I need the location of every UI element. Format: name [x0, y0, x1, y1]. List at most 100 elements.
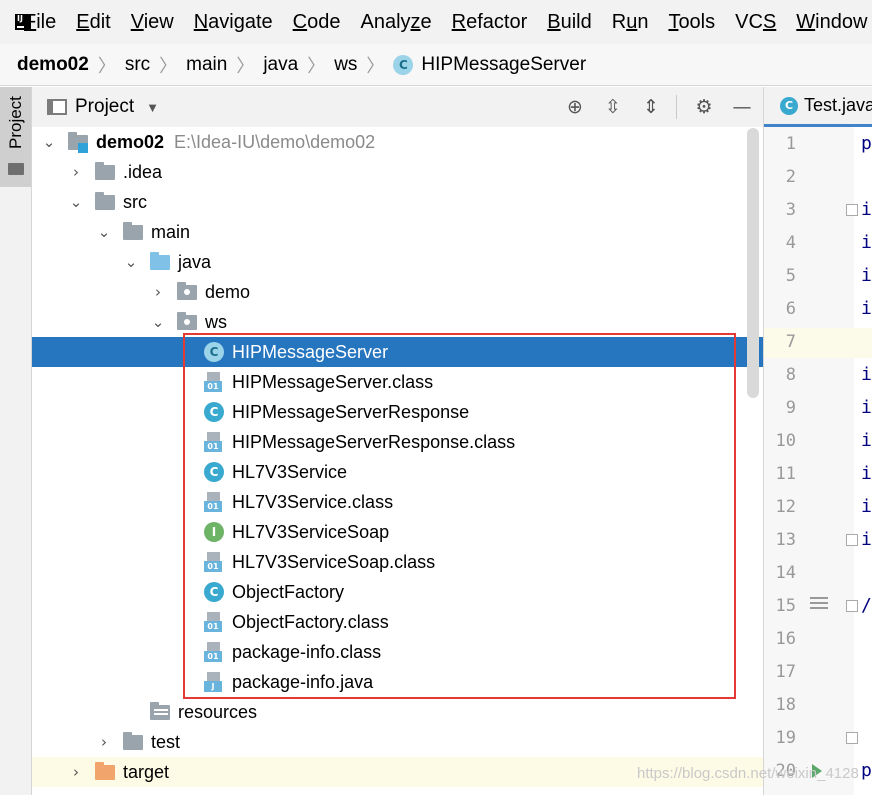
chevron-down-icon[interactable]: ⌄ [97, 223, 111, 241]
chevron-right-icon[interactable]: › [101, 733, 107, 751]
tree-label-file: HIPMessageServerResponse [232, 401, 470, 422]
fold-marker-icon[interactable] [846, 204, 858, 216]
tree-label-file: HL7V3Service.class [232, 491, 394, 512]
code-line: i [861, 199, 872, 220]
project-tool-tab[interactable]: Project [0, 87, 31, 187]
menu-item[interactable]: VCS [735, 10, 777, 33]
method-separator-icon [810, 597, 828, 611]
code-line: i [861, 397, 872, 418]
menu-item[interactable]: Navigate [193, 10, 273, 33]
breadcrumb-item-class[interactable]: HIPMessageServer [421, 53, 587, 75]
expand-all-icon[interactable]: ⇳ [605, 96, 621, 118]
chevron-down-icon[interactable]: ⌄ [124, 253, 138, 271]
chevron-down-icon[interactable]: ⌄ [69, 193, 83, 211]
tree-row-main[interactable]: ⌄ main [32, 217, 763, 247]
locate-target-icon[interactable]: ⊕ [567, 96, 583, 118]
breadcrumb-item-main[interactable]: main [186, 53, 228, 75]
tree-row-demo[interactable]: › demo [32, 277, 763, 307]
menu-item[interactable]: Code [292, 10, 341, 33]
chevron-down-icon[interactable]: ⌄ [151, 313, 165, 331]
fold-marker-icon[interactable] [846, 732, 858, 744]
tree-label-root: demo02 [96, 131, 165, 152]
class-file-icon: 01 [204, 552, 224, 572]
line-number: 17 [775, 662, 796, 682]
chevron-right-icon[interactable]: › [73, 163, 79, 181]
minimize-icon[interactable]: — [732, 96, 752, 118]
chevron-down-icon[interactable]: ⌄ [42, 133, 56, 151]
breadcrumb-item-src[interactable]: src [124, 53, 151, 75]
line-number: 12 [775, 497, 796, 517]
folder-icon [8, 163, 24, 175]
code-line: i [861, 430, 872, 451]
tree-row-src[interactable]: ⌄ src [32, 187, 763, 217]
menu-item[interactable]: Tools [668, 10, 716, 33]
fold-marker-icon[interactable] [846, 600, 858, 612]
current-line-highlight [764, 328, 872, 358]
watermark: https://blog.csdn.net/weixin_4128 [637, 765, 859, 782]
line-number: 19 [775, 728, 796, 748]
run-gutter-icon[interactable] [812, 764, 822, 778]
tree-row-java[interactable]: ⌄ java [32, 247, 763, 277]
line-number: 15 [775, 596, 796, 616]
menu-item[interactable]: Analyze [360, 10, 432, 33]
tree-row-target[interactable]: › target [32, 757, 763, 787]
chevron-right-icon[interactable]: › [155, 283, 161, 301]
menu-item[interactable]: View [130, 10, 174, 33]
gear-icon[interactable]: ⚙ [695, 96, 713, 118]
code-line: p [861, 760, 872, 781]
line-number: 14 [775, 563, 796, 583]
breadcrumb: demo02 〉 src 〉 main 〉 java 〉 ws 〉 C HIPM… [0, 44, 872, 86]
menu-item[interactable]: Build [547, 10, 592, 33]
tree-row-test[interactable]: › test [32, 727, 763, 757]
menu-item[interactable]: Window [796, 10, 868, 33]
fold-marker-icon[interactable] [846, 534, 858, 546]
breadcrumb-item-demo02[interactable]: demo02 [17, 53, 89, 75]
collapse-all-icon[interactable]: ⇕ [643, 96, 659, 118]
chevron-right-icon[interactable]: › [73, 763, 79, 781]
tree-label-main: main [151, 221, 191, 242]
tree-row-root[interactable]: ⌄ demo02 E:\Idea-IU\demo\demo02 [32, 127, 763, 157]
interface-icon: I [204, 522, 224, 542]
code-line: i [861, 529, 872, 550]
java-file-icon: J [204, 672, 224, 692]
line-number: 7 [785, 332, 796, 352]
chevron-right-icon: 〉 [159, 55, 178, 76]
dropdown-arrow-icon[interactable]: ▼ [146, 99, 160, 115]
tree-row-idea[interactable]: › .idea [32, 157, 763, 187]
code-line: i [861, 298, 872, 319]
tree-row-ws[interactable]: ⌄ ws [32, 307, 763, 337]
code-line: i [861, 265, 872, 286]
editor-tab-test-java[interactable]: C Test.java [764, 87, 872, 127]
tree-label-target: target [123, 761, 170, 782]
chevron-right-icon: 〉 [366, 55, 385, 76]
line-number: 3 [785, 200, 796, 220]
tree-row-resources[interactable]: resources [32, 697, 763, 727]
tree-scrollbar-thumb[interactable] [747, 128, 759, 398]
project-tool-tab-label: Project [6, 96, 25, 149]
project-view-selector[interactable]: Project [75, 96, 135, 117]
breadcrumb-item-ws[interactable]: ws [334, 53, 358, 75]
class-file-icon: 01 [204, 372, 224, 392]
menu-item[interactable]: Refactor [451, 10, 528, 33]
editor-tab-bar: C Test.java [763, 87, 872, 127]
breadcrumb-item-java[interactable]: java [263, 53, 299, 75]
toolbar-separator [676, 95, 677, 119]
menu-item[interactable]: Edit [76, 10, 111, 33]
tree-label-demo: demo [205, 281, 251, 302]
line-number: 5 [785, 266, 796, 286]
code-line: i [861, 463, 872, 484]
menu-item[interactable]: Run [611, 10, 649, 33]
